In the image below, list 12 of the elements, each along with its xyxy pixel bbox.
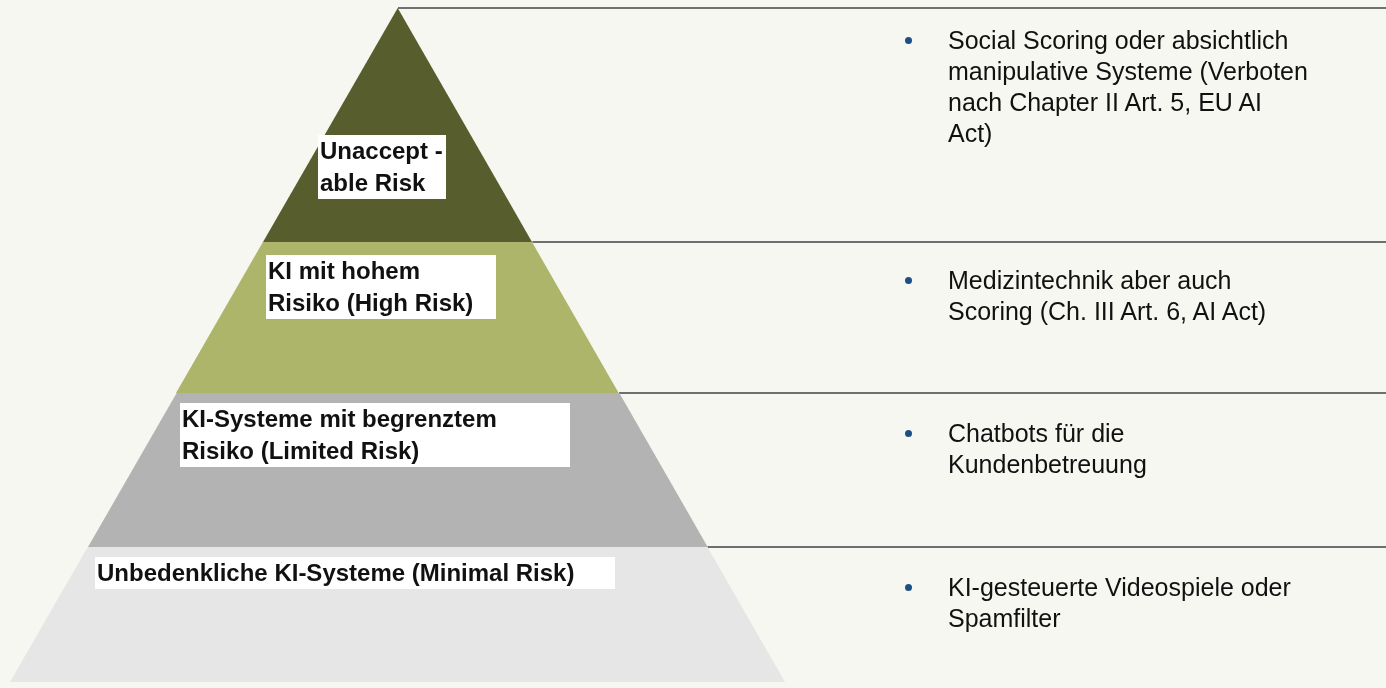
pyramid-layer [176, 242, 620, 393]
layer-label: KI mit hohem Risiko (High Risk) [266, 255, 496, 319]
layer-label: Unbedenkliche KI-Systeme (Minimal Risk) [95, 557, 615, 589]
example-text: Social Scoring oder absichtlich manipulative Systeme (Verboten nach Chapter II Art. 5, EU AI Act) [948, 25, 1308, 149]
layer-label: Unaccept -able Risk [318, 135, 446, 199]
pyramid-top-triangle [263, 8, 533, 242]
example-text: KI-gesteuerte Videospiele oder Spamfilter [948, 572, 1292, 634]
layer-label: KI-Systeme mit begrenztem Risiko (Limited Risk) [180, 403, 570, 467]
pyramid-layer [87, 393, 708, 547]
pyramid-layer [10, 547, 785, 682]
example-text: Chatbots für die Kundenbetreuung [948, 418, 1148, 480]
example-text: Medizintechnik aber auch Scoring (Ch. III Art. 6, AI Act) [948, 265, 1268, 327]
